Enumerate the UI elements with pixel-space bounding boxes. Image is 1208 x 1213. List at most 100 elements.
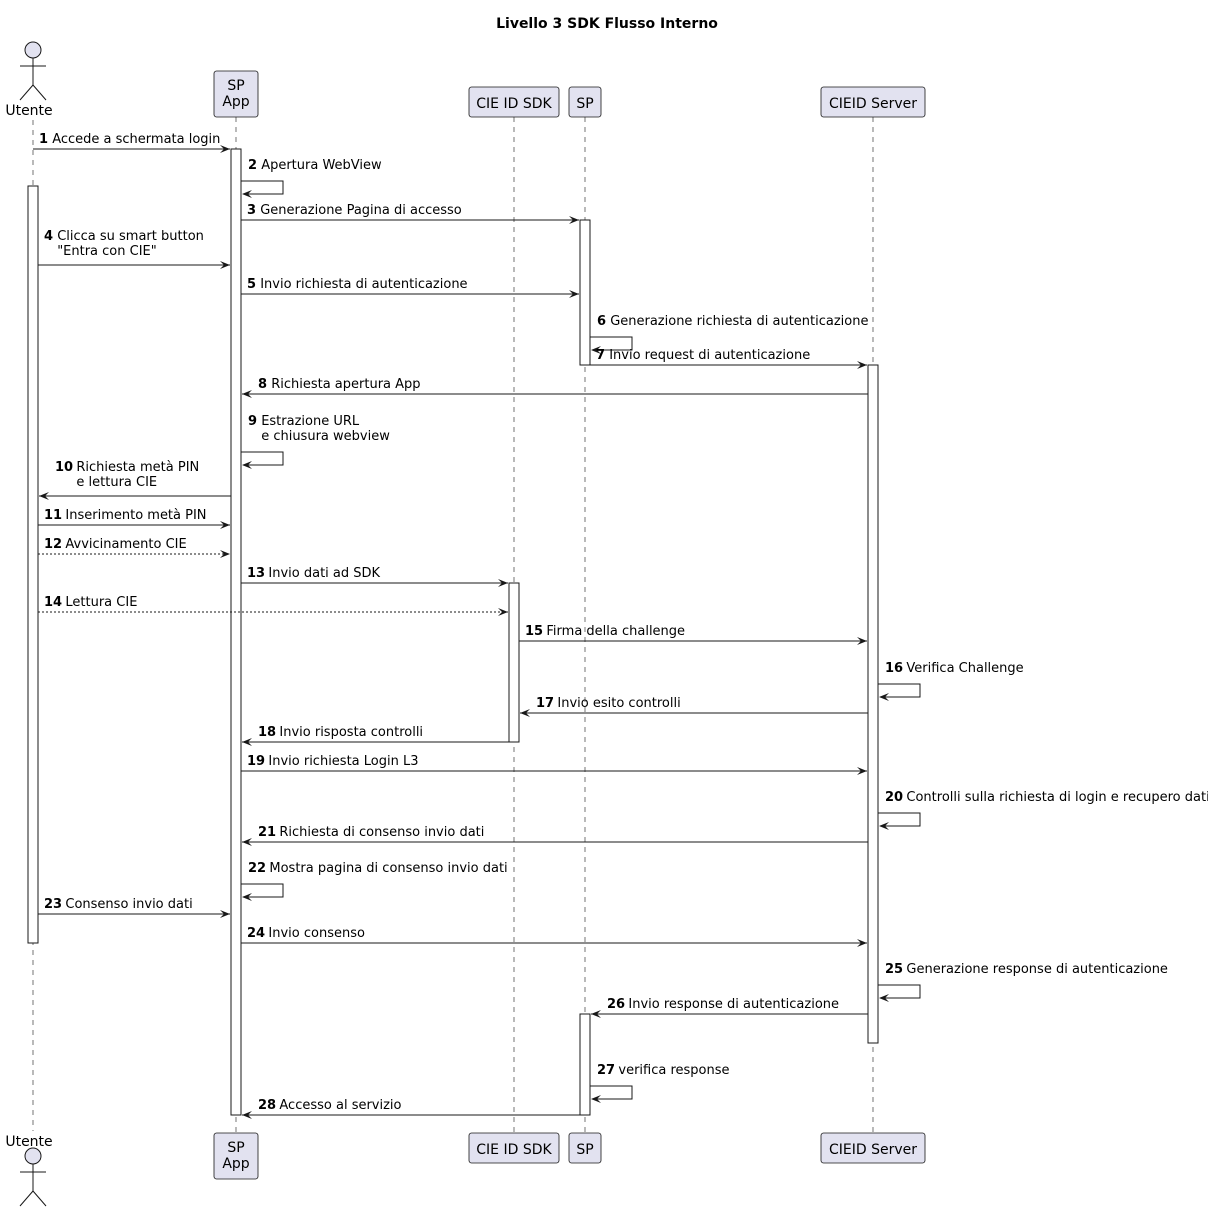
message-label: Verifica Challenge xyxy=(906,661,1023,676)
participant-label: App xyxy=(222,94,249,110)
participant-server: CIEID Server xyxy=(820,1132,926,1164)
message-number: 23 xyxy=(44,897,62,912)
message-number: 26 xyxy=(607,997,625,1012)
participant-label: App xyxy=(222,1156,249,1172)
message-label: Invio dati ad SDK xyxy=(268,566,380,581)
activation-bar-server xyxy=(867,364,879,1044)
actor-figure-icon xyxy=(19,41,47,101)
message-number: 9 xyxy=(248,414,257,429)
activation-bar-spapp xyxy=(230,148,242,1116)
message-label: Invio risposta controlli xyxy=(279,725,423,740)
message-label: "Entra con CIE" xyxy=(57,244,157,259)
message-number: 7 xyxy=(596,348,605,363)
message-label: Clicca su smart button xyxy=(57,229,204,244)
message-1: 1 Accede a schermata login xyxy=(33,132,230,153)
message-label: Invio richiesta di autenticazione xyxy=(260,277,467,292)
participant-sdk: CIE ID SDK xyxy=(468,86,560,118)
message-label: Apertura WebView xyxy=(261,158,382,173)
message-label: Avvicinamento CIE xyxy=(65,537,186,552)
message-number: 21 xyxy=(258,825,276,840)
message-number: 18 xyxy=(258,725,276,740)
participant-label: CIE ID SDK xyxy=(476,96,552,112)
message-label: e lettura CIE xyxy=(76,475,157,490)
message-label: Generazione Pagina di accesso xyxy=(260,203,462,218)
participant-label: CIE ID SDK xyxy=(476,1142,552,1158)
actor-utente: Utente xyxy=(5,1134,53,1207)
actor-figure-icon xyxy=(19,1147,47,1207)
message-number: 8 xyxy=(258,377,267,392)
message-number: 27 xyxy=(597,1063,615,1078)
participant-label: CIEID Server xyxy=(829,96,917,112)
message-label: Invio consenso xyxy=(268,926,365,941)
message-number: 6 xyxy=(597,314,606,329)
participant-sdk: CIE ID SDK xyxy=(468,1132,560,1164)
message-number: 2 xyxy=(248,158,257,173)
message-label: verifica response xyxy=(618,1063,729,1078)
activation-bar-sdk xyxy=(508,582,520,743)
message-label: Inserimento metà PIN xyxy=(65,508,206,523)
participant-label: CIEID Server xyxy=(829,1142,917,1158)
participant-label: SP xyxy=(576,1142,593,1158)
participant-label: SP xyxy=(227,1140,244,1156)
message-number: 16 xyxy=(885,661,903,676)
message-label: Lettura CIE xyxy=(65,595,137,610)
message-6: 6 Generazione richiesta di autenticazione xyxy=(590,314,868,354)
message-number: 25 xyxy=(885,962,903,977)
message-label: Accesso al servizio xyxy=(279,1098,401,1113)
diagram-title: Livello 3 SDK Flusso Interno xyxy=(496,16,718,32)
message-label: Invio richiesta Login L3 xyxy=(268,754,418,769)
message-label: e chiusura webview xyxy=(261,429,390,444)
message-label: Consenso invio dati xyxy=(65,897,192,912)
message-number: 24 xyxy=(247,926,265,941)
message-label: Richiesta di consenso invio dati xyxy=(279,825,484,840)
message-label: Estrazione URL xyxy=(261,414,360,429)
message-2: 2 Apertura WebView xyxy=(241,158,382,198)
message-number: 14 xyxy=(44,595,62,610)
message-label: Controlli sulla richiesta di login e rec… xyxy=(906,790,1208,805)
message-label: Invio esito controlli xyxy=(557,696,680,711)
message-number: 13 xyxy=(247,566,265,581)
participant-label: SP xyxy=(576,96,593,112)
message-number: 17 xyxy=(536,696,554,711)
message-label: Accede a schermata login xyxy=(52,132,220,147)
participant-sp: SP xyxy=(568,86,602,118)
message-number: 15 xyxy=(525,624,543,639)
message-label: Firma della challenge xyxy=(546,624,685,639)
message-number: 20 xyxy=(885,790,903,805)
message-label: Generazione richiesta di autenticazione xyxy=(610,314,868,329)
message-number: 11 xyxy=(44,508,62,523)
message-label: Generazione response di autenticazione xyxy=(906,962,1168,977)
message-label: Richiesta metà PIN xyxy=(76,460,199,475)
message-label: Mostra pagina di consenso invio dati xyxy=(269,861,507,876)
participant-label: SP xyxy=(227,78,244,94)
participant-label: Utente xyxy=(5,1134,52,1150)
participant-label: Utente xyxy=(5,103,52,119)
message-number: 1 xyxy=(39,132,48,147)
participant-sp: SP xyxy=(568,1132,602,1164)
message-number: 10 xyxy=(55,460,73,475)
message-label: Invio response di autenticazione xyxy=(628,997,839,1012)
